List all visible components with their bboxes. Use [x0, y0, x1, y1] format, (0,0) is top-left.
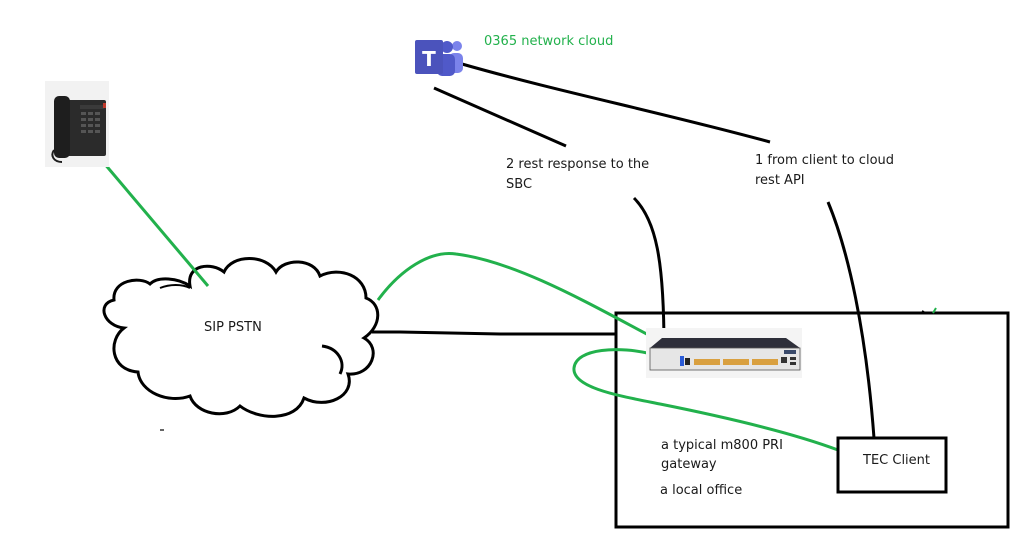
rest-response-label-line1: 2 rest response to the [506, 157, 650, 172]
office-top-tick [921, 310, 926, 314]
phone-to-pstn-link [96, 155, 210, 287]
rest-response-link-upper [433, 86, 567, 148]
rest-response-label-line2: SBC [506, 177, 533, 192]
client-to-cloud-link-upper [461, 62, 771, 144]
gateway-label-line1: a typical m800 PRI [661, 438, 783, 453]
gateway-to-client-link [572, 348, 839, 452]
desk-phone-icon [45, 81, 109, 167]
gateway-label-line2: gateway [661, 457, 717, 472]
client-to-cloud-label-line2: rest API [755, 173, 805, 188]
o365-cloud-label: 0365 network cloud [484, 34, 614, 49]
tec-client-box [836, 436, 948, 494]
sip-pstn-cloud [102, 257, 380, 431]
teams-logo-icon: T [415, 40, 463, 76]
svg-text:T: T [422, 47, 436, 71]
local-office-box [614, 311, 1010, 529]
pstn-to-gateway-link [376, 252, 663, 344]
sip-pstn-label: SIP PSTN [204, 320, 262, 335]
client-to-cloud-label-line1: 1 from client to cloud [755, 153, 895, 168]
local-office-label: a local office [660, 483, 743, 498]
rest-response-link-lower [632, 196, 666, 349]
m800-gateway-device-icon [646, 328, 802, 378]
office-top-green-tick [932, 307, 937, 314]
client-to-cloud-link-lower [826, 201, 876, 439]
tec-client-label: TEC Client [863, 453, 930, 468]
pstn-to-office-link [372, 330, 616, 336]
